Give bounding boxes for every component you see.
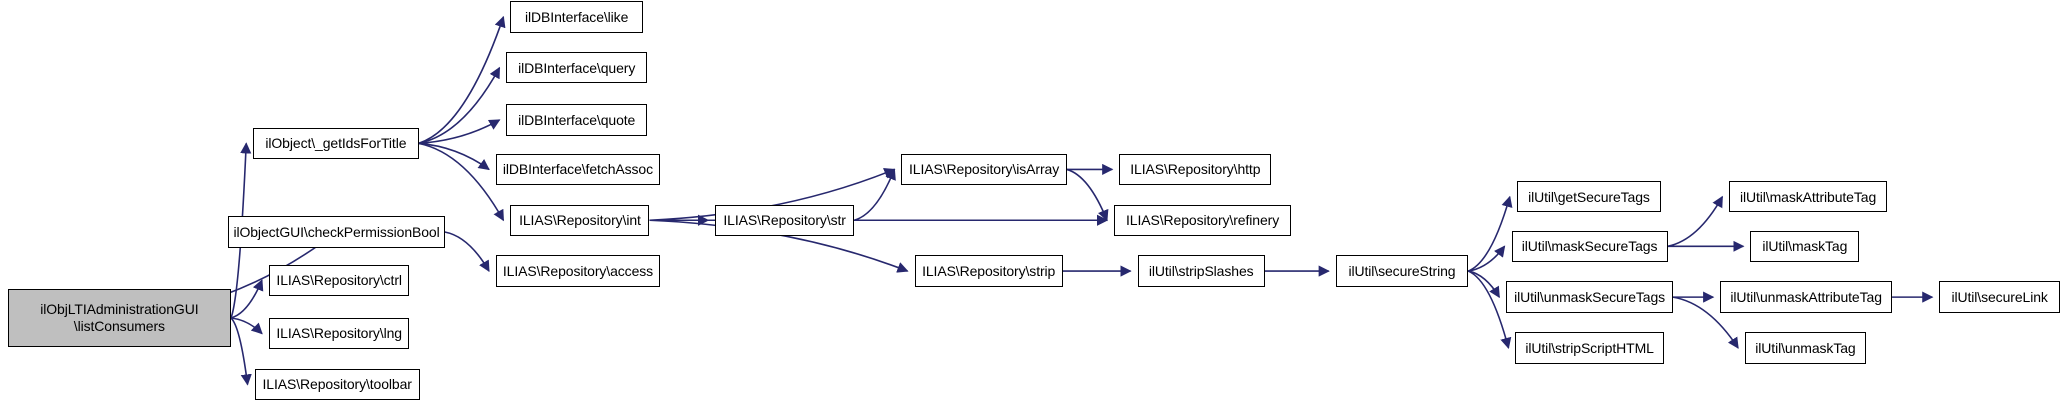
- graph-node-query[interactable]: ilDBInterface\query: [506, 52, 647, 84]
- graph-edge-getIdsForTitle-to-fetchAssoc: [418, 142, 490, 171]
- graph-node-label: ilObjectGUI\checkPermissionBool: [233, 223, 440, 240]
- graph-node-ctrl[interactable]: ILIAS\Repository\ctrl: [268, 264, 410, 296]
- graph-node-secureLink[interactable]: ilUtil\secureLink: [1939, 281, 2060, 313]
- graph-edge-getIdsForTitle-to-like: [418, 15, 506, 145]
- graph-node-label: ILIAS\Repository\strip: [922, 262, 1056, 279]
- graph-edge-root-to-ctrl: [230, 279, 264, 319]
- graph-edge-isArray-to-refinery: [1066, 168, 1109, 222]
- graph-node-getIdsForTitle[interactable]: ilObject\_getIdsForTitle: [253, 127, 419, 159]
- graph-node-strip[interactable]: ILIAS\Repository\strip: [914, 255, 1063, 287]
- graph-node-stripSlashes[interactable]: ilUtil\stripSlashes: [1137, 255, 1265, 287]
- graph-edge-root-to-lng: [230, 317, 263, 335]
- graph-node-label: ILIAS\Repository\refinery: [1125, 211, 1280, 228]
- graph-node-label: ilDBInterface\quote: [518, 111, 636, 128]
- graph-node-label: ilUtil\secureLink: [1951, 288, 2048, 305]
- graph-node-label: ilUtil\maskAttributeTag: [1739, 188, 1877, 205]
- graph-node-stripScriptHTML[interactable]: ilUtil\stripScriptHTML: [1515, 332, 1664, 364]
- graph-node-int[interactable]: ILIAS\Repository\int: [510, 204, 650, 236]
- graph-node-label: ilUtil\unmaskTag: [1755, 339, 1856, 356]
- graph-node-access[interactable]: ILIAS\Repository\access: [495, 255, 660, 287]
- graph-node-isArray[interactable]: ILIAS\Repository\isArray: [901, 153, 1067, 186]
- graph-node-label: ilUtil\stripSlashes: [1148, 262, 1254, 279]
- graph-node-label: ilUtil\maskTag: [1762, 238, 1848, 255]
- graph-edge-secureString-to-maskSecureTags: [1468, 245, 1506, 272]
- graph-edge-getIdsForTitle-to-query: [418, 66, 501, 145]
- graph-node-label: ilObject\_getIdsForTitle: [265, 135, 407, 152]
- graph-node-fetchAssoc[interactable]: ilDBInterface\fetchAssoc: [495, 153, 660, 186]
- graph-node-checkPermission[interactable]: ilObjectGUI\checkPermissionBool: [228, 216, 445, 248]
- graph-node-label: ILIAS\Repository\lng: [276, 325, 402, 342]
- graph-edge-root-to-toolbar: [230, 317, 252, 386]
- graph-node-label: ILIAS\Repository\ctrl: [276, 271, 402, 288]
- graph-node-str[interactable]: ILIAS\Repository\str: [715, 204, 855, 236]
- graph-edge-getIdsForTitle-to-int: [418, 142, 505, 222]
- graph-edge-maskSecureTags-to-maskAttributeTag: [1667, 195, 1724, 248]
- graph-node-maskSecureTags[interactable]: ilUtil\maskSecureTags: [1511, 230, 1668, 262]
- graph-node-label: ilUtil\unmaskAttributeTag: [1730, 288, 1882, 305]
- graph-edge-secureString-to-unmaskSecureTags: [1468, 270, 1500, 299]
- graph-node-label: ilDBInterface\like: [525, 8, 629, 25]
- graph-node-label: ILIAS\Repository\http: [1130, 161, 1261, 178]
- graph-node-label: ilDBInterface\fetchAssoc: [502, 161, 654, 178]
- graph-edge-str-to-isArray: [853, 168, 896, 222]
- graph-edge-secureString-to-getSecureTags: [1467, 195, 1513, 272]
- graph-node-unmaskAttributeTag[interactable]: ilUtil\unmaskAttributeTag: [1720, 281, 1893, 313]
- graph-node-quote[interactable]: ilDBInterface\quote: [506, 104, 647, 136]
- graph-node-label: ILIAS\Repository\int: [519, 211, 641, 228]
- graph-node-like[interactable]: ilDBInterface\like: [510, 1, 643, 33]
- graph-edge-getIdsForTitle-to-quote: [418, 119, 501, 145]
- graph-node-label: ilUtil\secureString: [1348, 262, 1456, 279]
- graph-node-label: ilDBInterface\query: [518, 59, 636, 76]
- graph-node-label: ilUtil\stripScriptHTML: [1525, 339, 1654, 356]
- graph-edge-checkPermission-to-access: [444, 231, 490, 273]
- graph-node-unmaskSecureTags[interactable]: ilUtil\unmaskSecureTags: [1506, 281, 1673, 313]
- graph-node-label: ilUtil\unmaskSecureTags: [1514, 288, 1666, 305]
- graph-edge-secureString-to-stripScriptHTML: [1467, 270, 1512, 350]
- graph-node-getSecureTags[interactable]: ilUtil\getSecureTags: [1516, 181, 1662, 213]
- graph-node-unmaskTag[interactable]: ilUtil\unmaskTag: [1745, 332, 1866, 364]
- graph-node-lng[interactable]: ILIAS\Repository\lng: [268, 317, 410, 350]
- graph-node-http[interactable]: ILIAS\Repository\http: [1119, 153, 1272, 186]
- graph-node-secureString[interactable]: ilUtil\secureString: [1335, 255, 1469, 287]
- graph-node-label: ILIAS\Repository\toolbar: [262, 376, 412, 393]
- graph-node-maskAttributeTag[interactable]: ilUtil\maskAttributeTag: [1729, 181, 1887, 213]
- graph-node-label: ilUtil\maskSecureTags: [1521, 238, 1658, 255]
- graph-node-label: ILIAS\Repository\access: [502, 262, 654, 279]
- graph-node-maskTag[interactable]: ilUtil\maskTag: [1750, 230, 1860, 262]
- graph-node-label: ILIAS\Repository\isArray: [909, 161, 1060, 178]
- graph-node-root: ilObjLTIAdministrationGUI \listConsumers: [7, 289, 231, 347]
- graph-node-toolbar[interactable]: ILIAS\Repository\toolbar: [254, 368, 420, 401]
- graph-node-label: ilObjLTIAdministrationGUI \listConsumers: [40, 301, 199, 334]
- graph-node-label: ilUtil\getSecureTags: [1528, 188, 1650, 205]
- graph-node-label: ILIAS\Repository\str: [723, 211, 846, 228]
- graph-node-refinery[interactable]: ILIAS\Repository\refinery: [1113, 204, 1292, 236]
